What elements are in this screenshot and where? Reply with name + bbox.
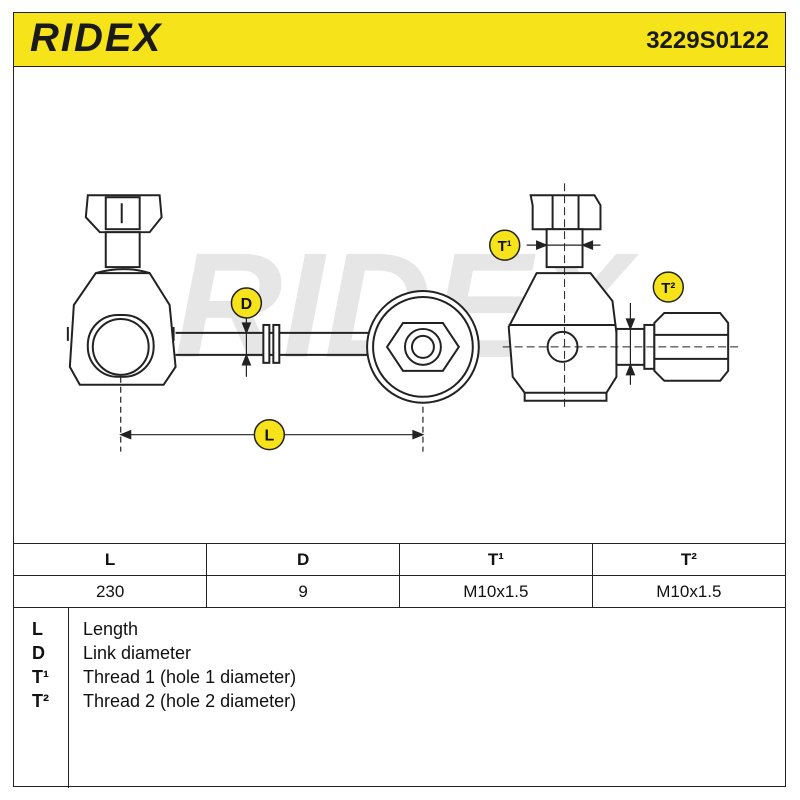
spec-header-t1: T¹ bbox=[399, 543, 593, 576]
badge-d: D bbox=[230, 287, 263, 319]
datasheet: RIDEX 3229S0122 RIDEX bbox=[13, 12, 786, 788]
legend: L Length D Link diameter T¹ Thread 1 (ho… bbox=[14, 607, 785, 788]
badge-t1: T¹ bbox=[489, 229, 521, 261]
dimension-d bbox=[241, 314, 252, 377]
spec-table: L D T¹ T² 230 9 M10x1.5 M10x1.5 bbox=[14, 543, 785, 608]
badge-l: L bbox=[253, 418, 286, 451]
spec-header-d: D bbox=[206, 543, 400, 576]
legend-item: T² Thread 2 (hole 2 diameter) bbox=[14, 691, 785, 715]
dimension-t2 bbox=[625, 303, 636, 385]
brand-logo: RIDEX bbox=[30, 16, 163, 60]
legend-symbol: D bbox=[32, 643, 45, 663]
svg-text:D: D bbox=[241, 296, 253, 313]
dimension-t1 bbox=[526, 240, 601, 251]
spec-value-t1: M10x1.5 bbox=[399, 575, 593, 608]
legend-symbol: T² bbox=[32, 691, 49, 711]
spec-value-l: 230 bbox=[14, 575, 207, 608]
centerlines bbox=[502, 183, 741, 409]
legend-symbol: L bbox=[32, 619, 43, 639]
legend-item: D Link diameter bbox=[14, 643, 785, 667]
stabilizer-link-side-view bbox=[66, 194, 480, 404]
spec-header-l: L bbox=[14, 543, 207, 576]
spec-header-t2: T² bbox=[591, 543, 785, 576]
spec-value-t2: M10x1.5 bbox=[591, 575, 785, 608]
legend-item: L Length bbox=[14, 619, 785, 643]
spec-value-d: 9 bbox=[206, 575, 400, 608]
svg-text:T²: T² bbox=[661, 280, 675, 297]
legend-text: Thread 2 (hole 2 diameter) bbox=[83, 691, 297, 711]
legend-text: Thread 1 (hole 1 diameter) bbox=[83, 667, 297, 687]
spec-value-row: 230 9 M10x1.5 M10x1.5 bbox=[14, 575, 785, 608]
svg-text:T¹: T¹ bbox=[498, 238, 512, 255]
badge-t2: T² bbox=[652, 271, 685, 303]
legend-item: T¹ Thread 1 (hole 1 diameter) bbox=[14, 667, 785, 691]
legend-text: Length bbox=[83, 619, 139, 639]
spec-header-row: L D T¹ T² bbox=[14, 543, 785, 576]
legend-symbol: T¹ bbox=[32, 667, 49, 687]
legend-text: Link diameter bbox=[83, 643, 192, 663]
technical-drawing: RIDEX bbox=[66, 183, 741, 452]
legend-divider bbox=[68, 607, 69, 788]
svg-text:L: L bbox=[264, 428, 274, 445]
part-number: 3229S0122 bbox=[646, 27, 769, 54]
header-bar: RIDEX 3229S0122 bbox=[14, 13, 785, 67]
